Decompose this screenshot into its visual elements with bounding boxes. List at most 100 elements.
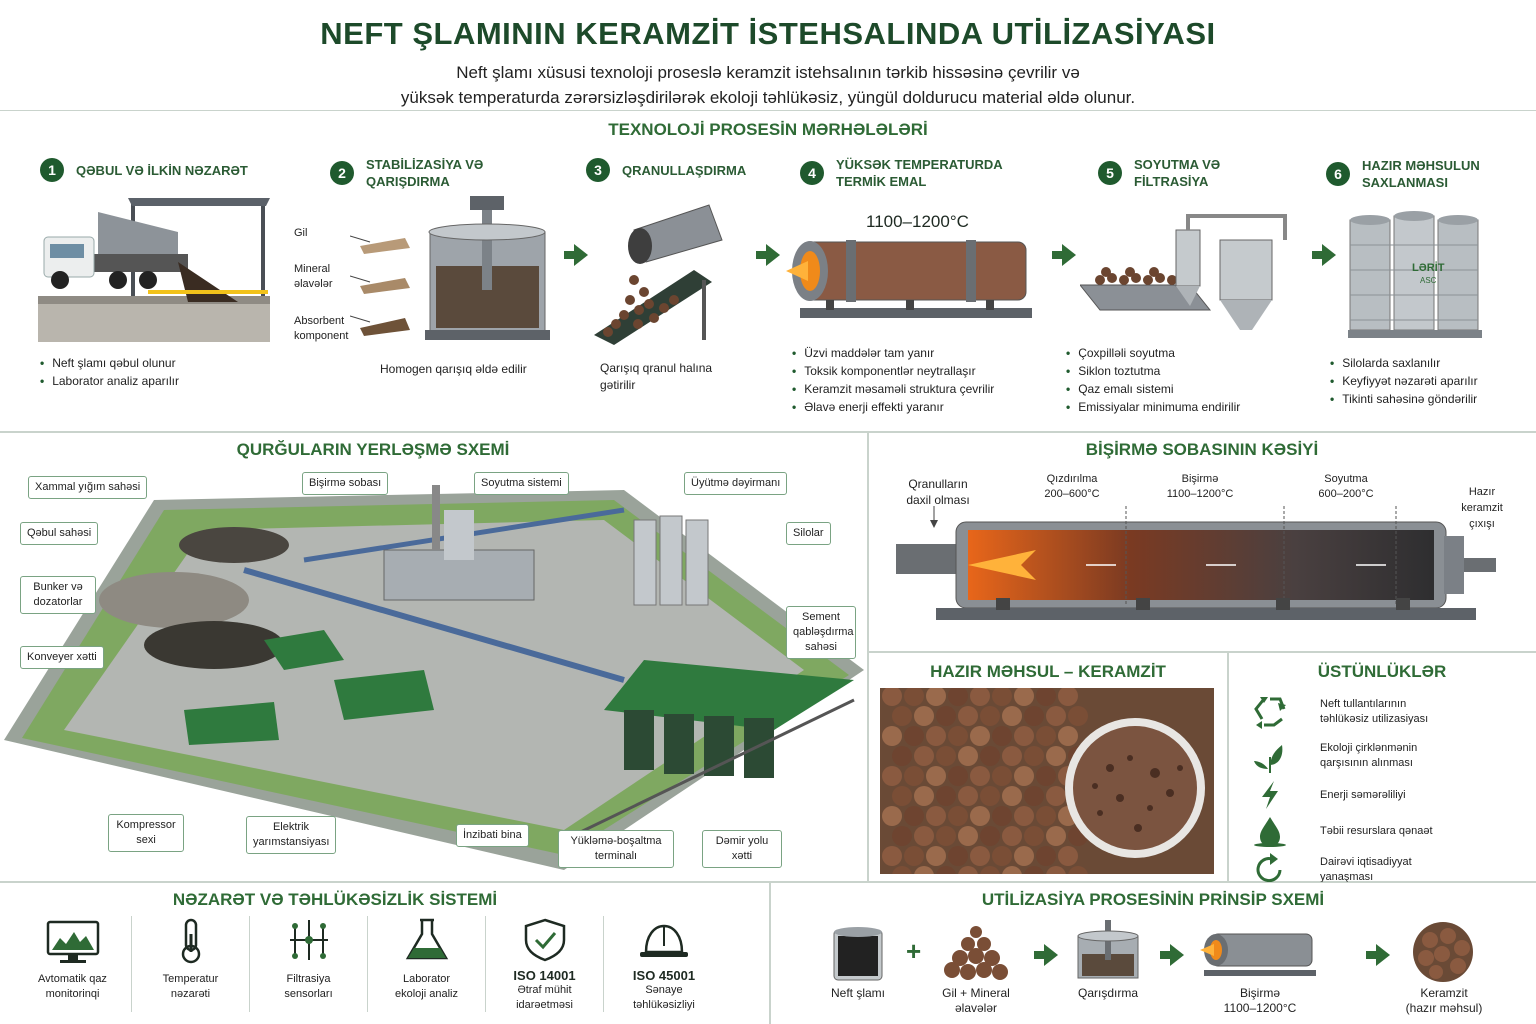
pebble — [904, 846, 924, 866]
pebble — [882, 726, 902, 746]
step-number: 3 — [586, 158, 610, 182]
pebble — [1024, 866, 1044, 874]
safety-item-line2: nəzarəti — [170, 988, 211, 1000]
step-4-header: 4 YÜKSƏK TEMPERATURDA TERMİK EMAL — [800, 156, 1006, 190]
safety-item-line2: ekoloji analiz — [395, 988, 458, 1000]
pebble — [1024, 786, 1044, 806]
pebble — [1002, 706, 1022, 726]
pebble — [958, 786, 978, 806]
kiln-section-title: BİŞİRMƏ SOBASININ KƏSİYİ — [1085, 440, 1319, 459]
pebble — [1046, 786, 1066, 806]
advantage-item: Ekoloji çirklənmənin qarşısının alınması — [1250, 736, 1450, 776]
pebble — [914, 866, 934, 874]
bullet-item: Neft şlamı qəbul olunur — [40, 354, 179, 372]
step-5-header: 5 SOYUTMA VƏ FİLTRASİYA — [1098, 156, 1244, 190]
step-title: QƏBUL VƏ İLKİN NƏZARƏT — [76, 162, 248, 178]
cooler-filter-illustration — [1080, 214, 1287, 330]
principle-line2: (hazır məhsul) — [1405, 1001, 1483, 1015]
advantage-item: Dairəvi iqtisadiyyat yanaşması — [1250, 850, 1450, 890]
pebble — [948, 726, 968, 746]
principle-title: UTİLİZASİYA PROSESİNİN PRİNSİP SXEMİ — [981, 890, 1325, 909]
kiln-cross-section — [896, 506, 1496, 620]
step-title: QRANULLAŞDIRMA — [622, 162, 747, 178]
safety-item-line1: Avtomatik qaz — [38, 973, 107, 985]
granulator-illustration — [594, 204, 723, 345]
leaf-icon — [1254, 745, 1283, 773]
pebble — [882, 846, 902, 866]
pebble — [914, 746, 934, 766]
zone-range: 600–200°C — [1318, 488, 1374, 500]
process-title: TEXNOLOJİ PROSESİN MƏRHƏLƏLƏRİ — [608, 120, 928, 139]
safety-item-line1: Filtrasiya — [286, 973, 331, 985]
advantages-list: Neft tullantılarının təhlükəsiz utilizas… — [1250, 692, 1450, 890]
step-4-bullets: Üzvi maddələr tam yanır Toksik komponent… — [792, 344, 994, 416]
advantage-text: Neft tullantılarının təhlükəsiz utilizas… — [1320, 698, 1429, 725]
safety-item-line1: Laborator — [402, 973, 451, 985]
plant-layout-illustration — [4, 485, 864, 870]
zone-range: 1100–1200°C — [1166, 488, 1234, 500]
bullet-item: Emissiyalar minimuma endirilir — [1066, 398, 1240, 416]
pebble — [914, 826, 934, 846]
pebble — [1046, 706, 1066, 726]
mixer-illustration — [350, 196, 550, 340]
filter-sensor-icon — [290, 920, 328, 960]
kiln-temperature: 1100–1200°C — [866, 212, 969, 231]
principle-line1: Bişirmə — [1239, 986, 1280, 1000]
principle-arrow — [1034, 944, 1058, 966]
pebble — [936, 746, 956, 766]
pebble — [1036, 846, 1056, 866]
step-3-header: 3 QRANULLAŞDIRMA — [586, 158, 746, 182]
principle-line2: əlavələr — [954, 1001, 998, 1015]
safety-item: ISO 45001 Sənaye təhlükəsizliyi — [604, 916, 724, 1012]
helmet-icon — [640, 924, 688, 957]
pebble — [980, 746, 1000, 766]
advantage-text: Dairəvi iqtisadiyyat yanaşması — [1320, 856, 1412, 883]
pebble — [926, 726, 946, 746]
bullet-item: Toksik komponentlər neytrallaşır — [792, 362, 994, 380]
step-2-caption: Homogen qarışıq əldə edilir — [380, 362, 527, 376]
pebble — [904, 806, 924, 826]
silo-logo: LƏRİT — [1412, 262, 1445, 274]
callout-kiln: Bişirmə sobası — [302, 472, 389, 495]
principle-line1: Qarışdırma — [1077, 986, 1138, 1000]
pebble — [882, 806, 902, 826]
pebble — [936, 706, 956, 726]
truck-illustration — [38, 198, 270, 342]
pebble — [936, 786, 956, 806]
pebble — [1002, 786, 1022, 806]
pebble — [926, 846, 946, 866]
pebble — [882, 688, 902, 706]
pebble — [992, 806, 1012, 826]
callout-silos: Silolar — [786, 522, 831, 545]
callout-cement-packing: Sement qabləşdırma sahəsi — [786, 606, 856, 659]
step-number: 2 — [330, 161, 354, 185]
safety-item: Avtomatik qaz monitorinqi — [14, 916, 132, 1012]
pebble — [1036, 726, 1056, 746]
advantage-text: Enerji səmərəliliyi — [1320, 788, 1406, 801]
callout-raw-storage: Xammal yığım sahəsi — [28, 476, 148, 499]
advantage-item: Enerji səmərəliliyi — [1250, 778, 1450, 812]
pebble — [904, 726, 924, 746]
kiln-input-label: Qranulların daxil olması — [906, 477, 970, 507]
bullet-item: Keramzit məsaməli struktura çevrilir — [792, 380, 994, 398]
bullet-item: Laborator analiz aparılır — [40, 372, 179, 390]
safety-item: Laborator ekoloji analiz — [368, 916, 486, 1012]
page-subtitle: Neft şlamı xüsusi texnoloji proseslə ker… — [0, 60, 1536, 110]
pebble — [1002, 826, 1022, 846]
bullet-item: Tikinti sahəsinə göndərilir — [1330, 390, 1478, 408]
step-6-header: 6 HAZIR MƏHSULUN SAXLANMASI — [1326, 157, 1492, 191]
arrow-4-5 — [1052, 244, 1076, 266]
step-1-bullets: Neft şlamı qəbul olunur Laborator analiz… — [40, 354, 179, 390]
callout-terminal: Yükləmə-boşaltma terminalı — [558, 830, 674, 868]
zone-name: Qızdırılma — [1046, 473, 1098, 485]
pebble — [936, 826, 956, 846]
lightning-icon — [1262, 781, 1278, 809]
step-title: STABİLİZASİYA VƏ QARIŞDIRMA — [366, 157, 484, 189]
monitor-icon — [46, 920, 100, 963]
safety-item-line1: Temperatur — [162, 973, 219, 985]
pebble — [1036, 688, 1056, 706]
oil-sludge-container-icon — [833, 927, 883, 981]
principle-line1: Keramzit — [1420, 986, 1468, 1000]
callout-substation: Elektrik yarımstansiyası — [246, 816, 336, 854]
